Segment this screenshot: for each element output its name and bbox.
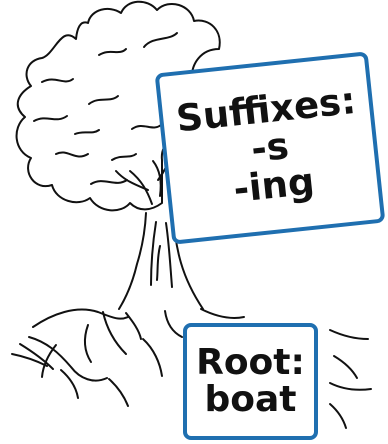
suffix-item-ing: -ing <box>232 163 316 209</box>
root-word: boat <box>204 382 296 419</box>
root-sign: Root: boat <box>183 323 318 440</box>
root-title: Root: <box>196 345 305 382</box>
tree-trunk <box>119 213 146 309</box>
tree-roots <box>33 310 128 327</box>
suffixes-sign: Suffixes: -s -ing <box>155 51 386 244</box>
